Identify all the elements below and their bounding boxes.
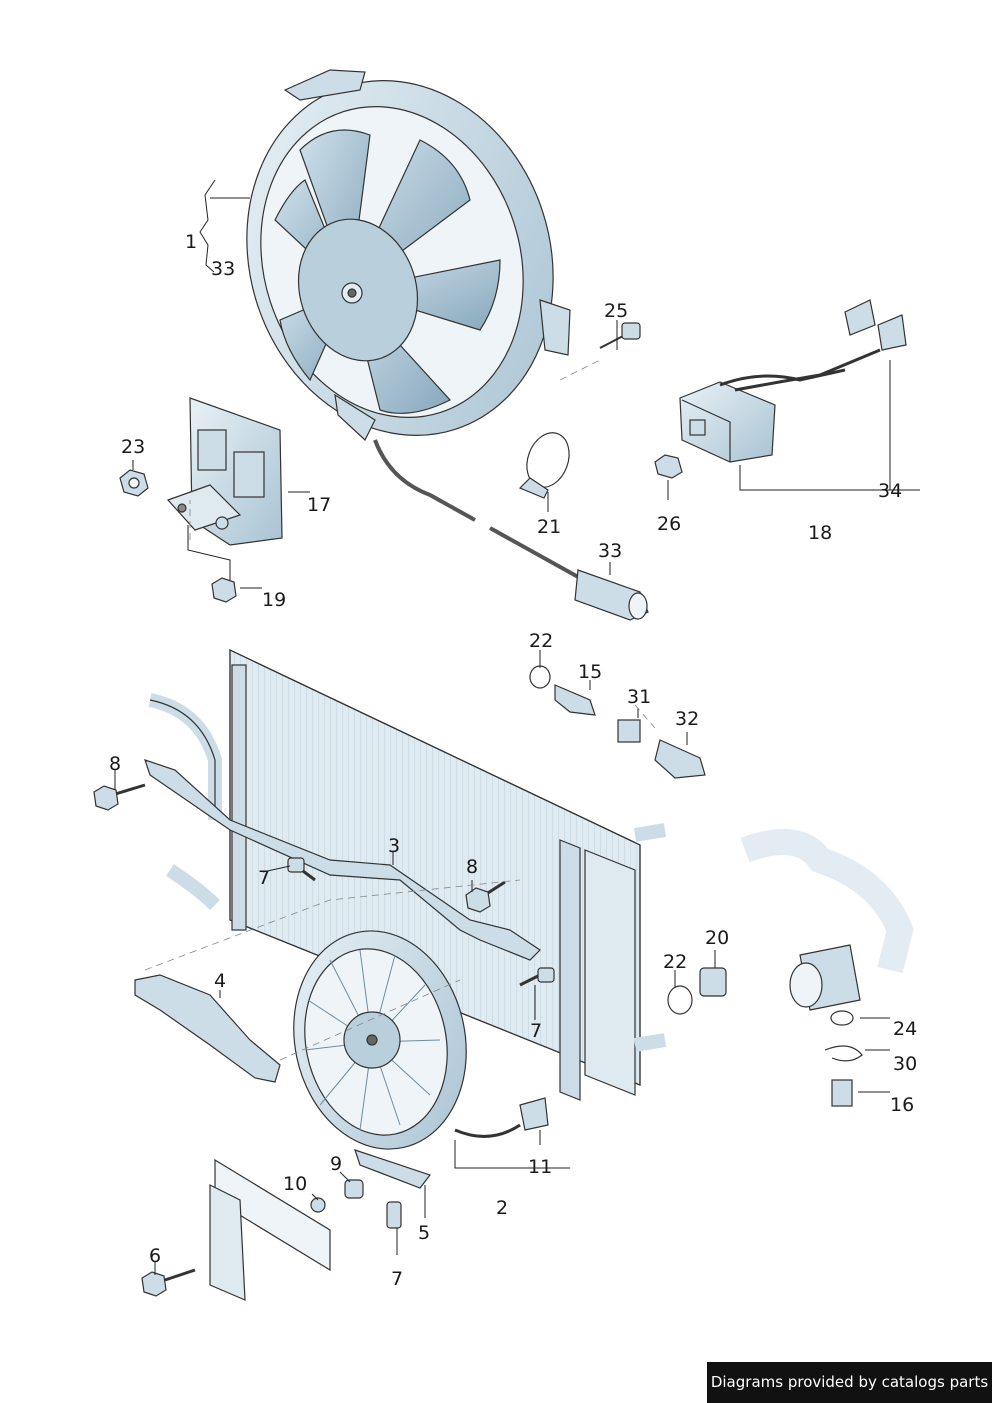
- callout-33-fan: 33: [211, 258, 236, 280]
- callout-6: 6: [149, 1245, 162, 1267]
- callout-5: 5: [418, 1222, 431, 1244]
- lower-mount: [141, 1149, 431, 1301]
- callout-7-bottom: 7: [391, 1268, 404, 1290]
- callout-3: 3: [388, 835, 401, 857]
- fan-control-unit: [679, 299, 907, 463]
- callout-10: 10: [283, 1173, 308, 1195]
- callout-34: 34: [878, 480, 903, 502]
- screw-25: [599, 322, 641, 349]
- callout-1: 1: [185, 231, 198, 253]
- callout-4: 4: [214, 970, 227, 992]
- callout-8-right: 8: [466, 856, 479, 878]
- upper-fan-shroud: [246, 69, 571, 441]
- callout-16: 16: [890, 1094, 915, 1116]
- callout-20: 20: [705, 927, 730, 949]
- bolt-7-left: [287, 857, 316, 882]
- callout-31: 31: [627, 686, 652, 708]
- callout-26: 26: [657, 513, 682, 535]
- callout-22-bottom: 22: [663, 951, 688, 973]
- nut-26: [654, 454, 683, 479]
- callout-9: 9: [330, 1153, 343, 1175]
- nut-19: [211, 577, 237, 603]
- fan-plug: [574, 569, 649, 621]
- alignment-lines: [144, 359, 656, 1061]
- callout-21: 21: [537, 516, 562, 538]
- cable-tie: [518, 432, 570, 499]
- callout-8-left: 8: [109, 753, 122, 775]
- cap-20: [667, 967, 727, 1015]
- callout-33-plug: 33: [598, 540, 623, 562]
- control-unit-bracket: [166, 397, 283, 546]
- bolt-8-right: [465, 880, 506, 913]
- callout-15: 15: [578, 661, 603, 683]
- callout-32: 32: [675, 708, 700, 730]
- callout-7-left: 7: [258, 867, 271, 889]
- radiator-mount-bar: [144, 759, 541, 961]
- temp-switch-group: [529, 665, 706, 779]
- small-parts-right: [824, 1010, 863, 1107]
- callout-18: 18: [808, 522, 833, 544]
- coolant-hose: [740, 829, 914, 1011]
- air-guide: [134, 974, 281, 1083]
- callout-23: 23: [121, 436, 146, 458]
- callout-30: 30: [893, 1053, 918, 1075]
- credit-banner: Diagrams provided by catalogs parts: [707, 1362, 992, 1403]
- callout-2: 2: [496, 1197, 509, 1219]
- callout-25: 25: [604, 300, 629, 322]
- callout-19: 19: [262, 589, 287, 611]
- auxiliary-fan: [293, 930, 549, 1150]
- callout-11: 11: [528, 1156, 553, 1178]
- nut-23: [119, 469, 149, 497]
- fan-cable: [373, 439, 476, 522]
- leader-lines: [114, 179, 920, 1275]
- callout-17: 17: [307, 494, 332, 516]
- callout-7-right: 7: [530, 1020, 543, 1042]
- callout-22-top: 22: [529, 630, 554, 652]
- bolt-8-left: [93, 783, 146, 811]
- bolt-7-right: [519, 967, 555, 987]
- callout-24: 24: [893, 1018, 918, 1040]
